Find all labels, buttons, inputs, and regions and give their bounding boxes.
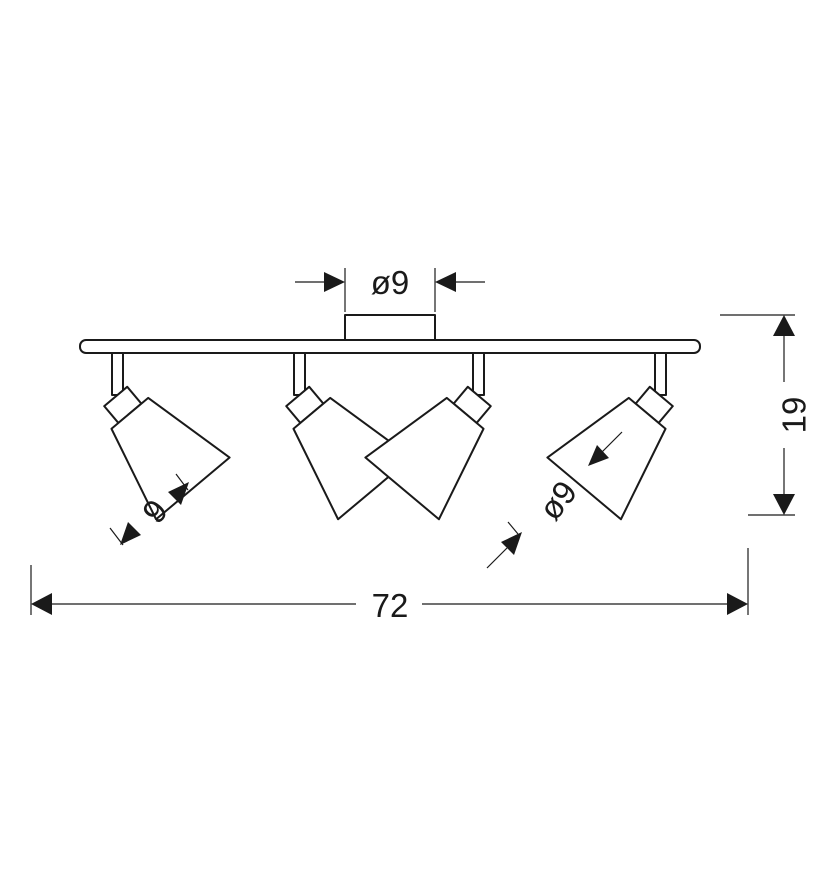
spotlight-3-stem [472, 352, 485, 396]
shade-length-dimension: 9 [109, 473, 189, 546]
spotlight-2 [285, 352, 413, 521]
length-dimension: 72 [30, 548, 749, 624]
spotlight-1-shade [110, 396, 231, 521]
height-arrow-bottom [773, 494, 795, 515]
base-diameter-arrow-right [435, 272, 456, 292]
base-diameter-dimension: ø9 [295, 264, 485, 312]
height-dimension: 19 [720, 314, 813, 516]
height-label: 19 [776, 397, 813, 434]
spotlight-3 [364, 352, 492, 521]
shade-diameter-extension-lower [507, 521, 519, 535]
spotlight-1 [103, 352, 231, 521]
spotlight-4-stem [654, 352, 667, 396]
base-diameter-arrow-left [324, 272, 345, 292]
length-arrow-left [31, 593, 52, 615]
spotlight-2-stem [293, 352, 306, 396]
shade-length-arrow-lower [120, 522, 141, 545]
shade-diameter-arrow-lower [501, 532, 522, 555]
shade-length-extension-1 [109, 527, 124, 546]
height-arrow-top [773, 315, 795, 336]
length-label: 72 [372, 587, 409, 624]
shade-diameter-arrow-upper [588, 445, 609, 466]
shade-length-arrow-upper [168, 482, 189, 505]
mounting-bar [79, 339, 701, 354]
shade-diameter-leader-upper [601, 431, 623, 453]
shade-diameter-leader-lower [486, 547, 508, 569]
length-arrow-right [727, 593, 748, 615]
ceiling-base [344, 314, 436, 342]
spotlight-3-shade [364, 396, 485, 521]
base-diameter-label: ø9 [371, 264, 410, 301]
spotlight-1-stem [111, 352, 124, 396]
